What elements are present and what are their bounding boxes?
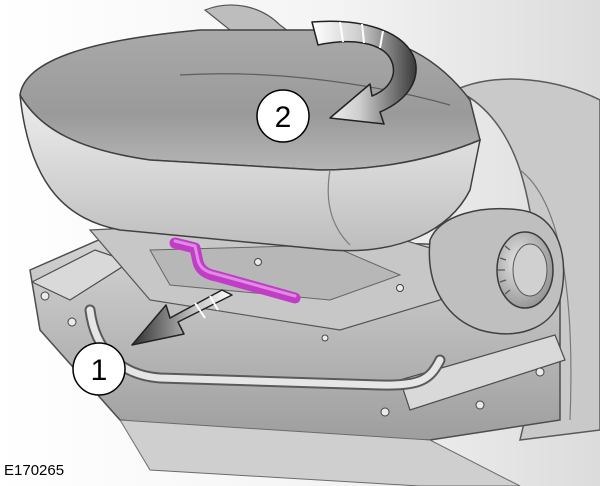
callout-1: 1 (72, 342, 126, 396)
seat-cushion-front (19, 94, 482, 252)
seat-cushion-seam (179, 73, 451, 106)
callout-2: 2 (256, 89, 310, 143)
rotate-curved-arrow-icon (311, 20, 417, 125)
callout-2-number: 2 (275, 101, 292, 134)
recline-knob-icon (496, 231, 554, 309)
frame-bolts (40, 258, 545, 417)
callout-1-number: 1 (91, 354, 108, 387)
floor-pan (119, 419, 521, 486)
seat-rail-right (399, 334, 566, 411)
figure-id-label: E170265 (4, 462, 65, 479)
seat-adjustment-bar-highlight (173, 239, 297, 298)
front-tube-bar-highlight (86, 306, 444, 389)
pull-forward-arrow-icon (131, 289, 233, 346)
seat-cushion-front-fold (327, 169, 351, 246)
